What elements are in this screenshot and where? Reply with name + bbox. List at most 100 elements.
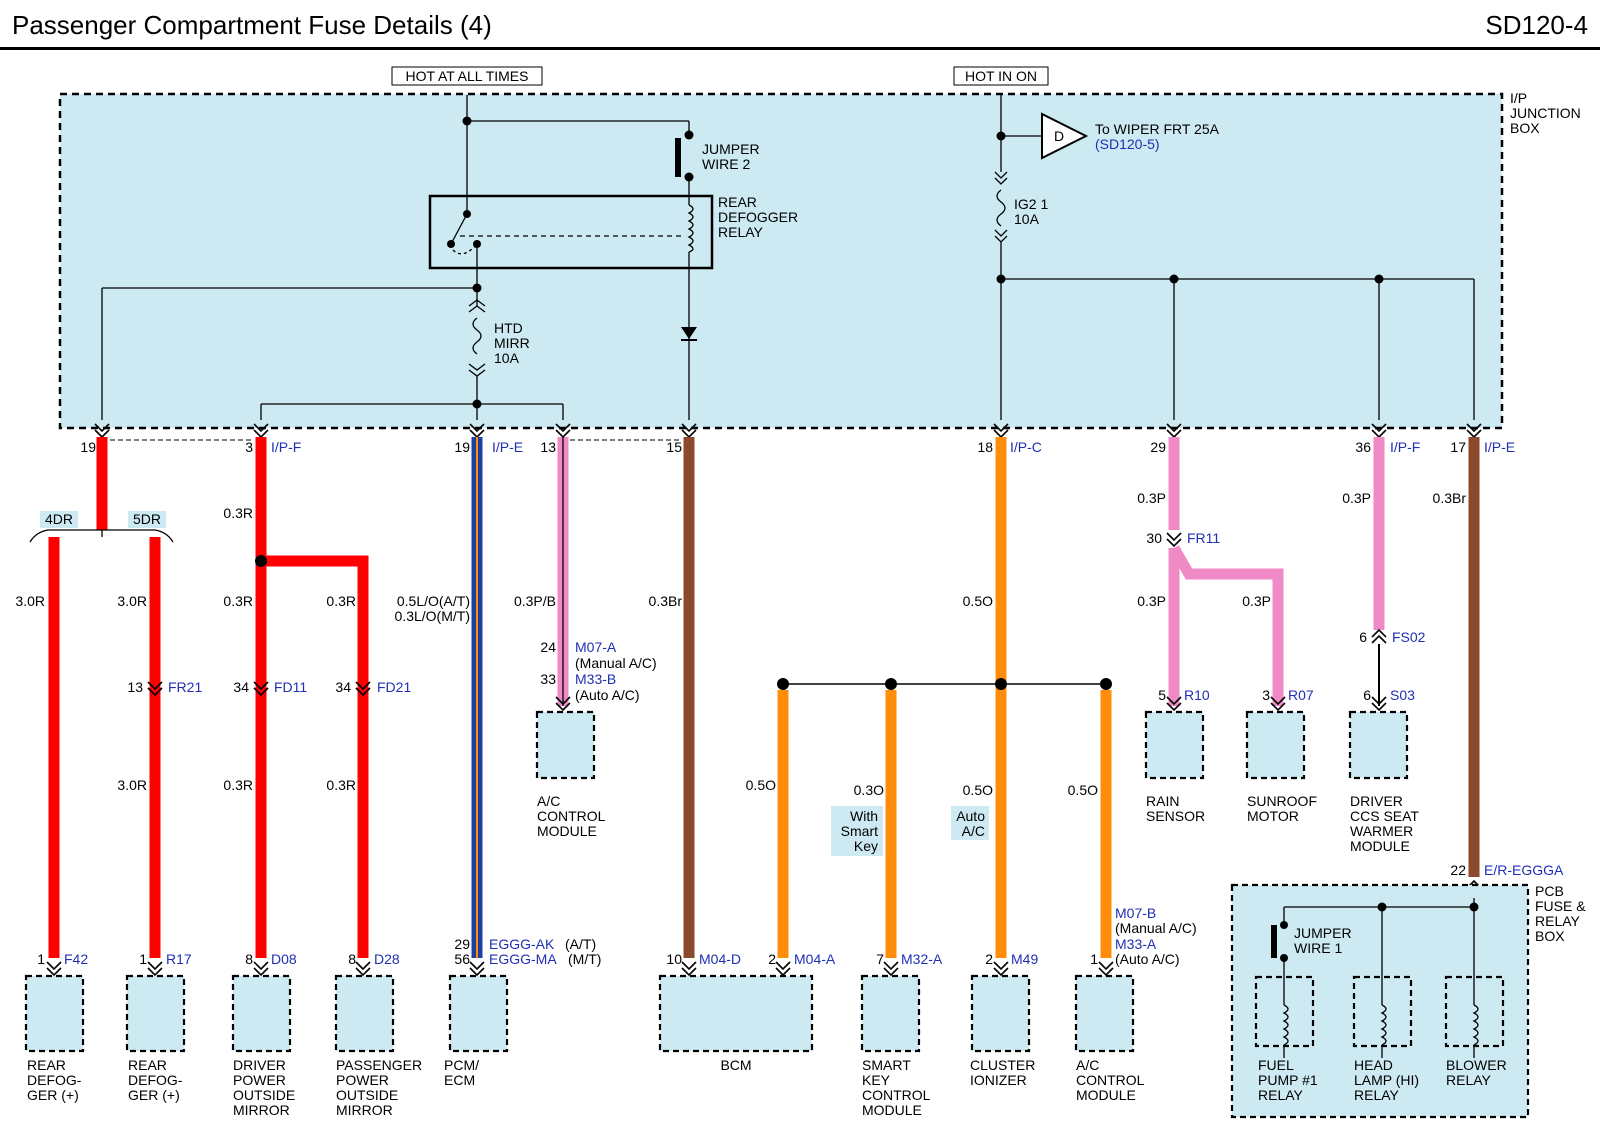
svg-text:3: 3 <box>245 439 253 455</box>
svg-text:15: 15 <box>666 439 682 455</box>
svg-text:0.3P: 0.3P <box>1137 490 1166 506</box>
bottom-pins: 1 F42 1 R17 8 D08 8 D28 10 M04-D 2 M04-A… <box>37 687 1415 967</box>
svg-text:8: 8 <box>245 951 253 967</box>
svg-text:DRIVER: DRIVER <box>1350 793 1403 809</box>
svg-text:M49: M49 <box>1011 951 1038 967</box>
svg-text:0.3R: 0.3R <box>223 777 253 793</box>
svg-text:MODULE: MODULE <box>1350 838 1410 854</box>
wiper-triangle-icon <box>1041 112 1089 160</box>
svg-text:29: 29 <box>1150 439 1166 455</box>
svg-text:33: 33 <box>540 671 556 687</box>
box-pins: 19 3 I/P-F 19 I/P-E 13 15 18 I/P-C 29 36… <box>80 439 1515 455</box>
svg-text:GER (+): GER (+) <box>27 1087 79 1103</box>
svg-text:34: 34 <box>335 679 351 695</box>
hot-in-on-label: HOT IN ON <box>965 68 1037 84</box>
svg-text:PUMP #1: PUMP #1 <box>1258 1072 1318 1088</box>
svg-text:18: 18 <box>977 439 993 455</box>
svg-text:3: 3 <box>1262 687 1270 703</box>
page-title: Passenger Compartment Fuse Details (4) <box>12 10 492 40</box>
hot-in-on-box <box>953 66 1049 86</box>
svg-text:3.0R: 3.0R <box>117 777 147 793</box>
svg-text:FUEL: FUEL <box>1258 1057 1294 1073</box>
er-pin-num: 22 <box>1450 862 1466 878</box>
variant-4dr-box <box>40 511 78 528</box>
svg-text:KEY: KEY <box>862 1072 891 1088</box>
svg-text:DEFOG-: DEFOG- <box>128 1072 183 1088</box>
svg-text:FD21: FD21 <box>377 679 411 695</box>
svg-text:24: 24 <box>540 639 556 655</box>
bottom-chevrons <box>46 961 1114 977</box>
svg-text:19: 19 <box>454 439 470 455</box>
svg-text:M32-A: M32-A <box>901 951 943 967</box>
svg-text:CONTROL: CONTROL <box>1076 1072 1145 1088</box>
svg-text:BCM: BCM <box>720 1057 751 1073</box>
svg-text:0.3P: 0.3P <box>1242 593 1271 609</box>
svg-text:POWER: POWER <box>233 1072 286 1088</box>
hot-at-all-times-label: HOT AT ALL TIMES <box>406 68 529 84</box>
component-labels: REAR DEFOG- GER (+) REAR DEFOG- GER (+) … <box>27 793 1507 1118</box>
svg-text:5: 5 <box>1158 687 1166 703</box>
svg-text:EGGG-MA: EGGG-MA <box>489 951 557 967</box>
svg-text:A/C: A/C <box>1076 1057 1099 1073</box>
inline-connectors: 13 FR21 34 FD11 34 FD21 30 FR11 6 FS02 <box>127 530 1425 695</box>
junction-box-label: BOX <box>1510 120 1540 136</box>
svg-text:29: 29 <box>454 936 470 952</box>
svg-text:M04-A: M04-A <box>794 951 836 967</box>
svg-text:8: 8 <box>348 951 356 967</box>
svg-text:0.3P/B: 0.3P/B <box>514 593 556 609</box>
auto-ac-note-box <box>951 806 989 840</box>
svg-text:RELAY: RELAY <box>1258 1087 1304 1103</box>
svg-text:0.5O: 0.5O <box>963 782 993 798</box>
svg-text:34: 34 <box>233 679 249 695</box>
svg-text:0.3Br: 0.3Br <box>1433 490 1467 506</box>
variant-4dr: 4DR <box>45 511 73 527</box>
svg-text:CONTROL: CONTROL <box>537 808 606 824</box>
er-pin-conn: E/R-EGGGA <box>1484 862 1564 878</box>
svg-text:30: 30 <box>1146 530 1162 546</box>
relay-label: REAR <box>718 194 757 210</box>
relay-label: RELAY <box>718 224 764 240</box>
svg-text:CONTROL: CONTROL <box>862 1087 931 1103</box>
svg-text:M33-B: M33-B <box>575 671 616 687</box>
svg-text:WARMER: WARMER <box>1350 823 1413 839</box>
smart-key-note-box <box>831 806 883 856</box>
svg-text:M07-B: M07-B <box>1115 905 1156 921</box>
ac-lower-pins: M07-B (Manual A/C) 1 M33-A (Auto A/C) <box>1090 905 1197 967</box>
svg-text:OUTSIDE: OUTSIDE <box>336 1087 398 1103</box>
svg-text:1: 1 <box>139 951 147 967</box>
svg-text:LAMP (HI): LAMP (HI) <box>1354 1072 1419 1088</box>
svg-text:(Manual A/C): (Manual A/C) <box>575 655 657 671</box>
internal-wiring-left <box>101 95 694 420</box>
hot-at-all-times-box <box>391 66 543 86</box>
svg-text:6: 6 <box>1359 629 1367 645</box>
svg-text:EGGG-AK: EGGG-AK <box>489 936 555 952</box>
jumper1-label: WIRE 1 <box>1294 940 1342 956</box>
svg-text:I/P-F: I/P-F <box>1390 439 1420 455</box>
pcb-box-label: RELAY <box>1535 913 1581 929</box>
svg-text:BLOWER: BLOWER <box>1446 1057 1507 1073</box>
page-header: Passenger Compartment Fuse Details (4) S… <box>0 0 1600 50</box>
svg-text:FS02: FS02 <box>1392 629 1426 645</box>
junction-dots <box>447 116 1384 409</box>
svg-text:CLUSTER: CLUSTER <box>970 1057 1035 1073</box>
svg-text:MIRROR: MIRROR <box>336 1102 393 1118</box>
wire-rear-defog <box>29 437 174 958</box>
internal-wiring-right <box>994 95 1475 420</box>
wire-ig2 <box>777 437 1112 958</box>
svg-text:R07: R07 <box>1288 687 1314 703</box>
svg-text:R17: R17 <box>166 951 192 967</box>
variant-5dr: 5DR <box>133 511 161 527</box>
svg-text:S03: S03 <box>1390 687 1415 703</box>
svg-text:D28: D28 <box>374 951 400 967</box>
svg-text:SUNROOF: SUNROOF <box>1247 793 1317 809</box>
jumper2-label: WIRE 2 <box>702 156 750 172</box>
svg-text:0.3Br: 0.3Br <box>649 593 683 609</box>
svg-text:SMART: SMART <box>862 1057 911 1073</box>
svg-text:0.3R: 0.3R <box>223 593 253 609</box>
svg-text:I/P-E: I/P-E <box>1484 439 1515 455</box>
pcb-box-label: BOX <box>1535 928 1565 944</box>
svg-text:1: 1 <box>37 951 45 967</box>
svg-text:10: 10 <box>666 951 682 967</box>
svg-text:DEFOG-: DEFOG- <box>27 1072 82 1088</box>
